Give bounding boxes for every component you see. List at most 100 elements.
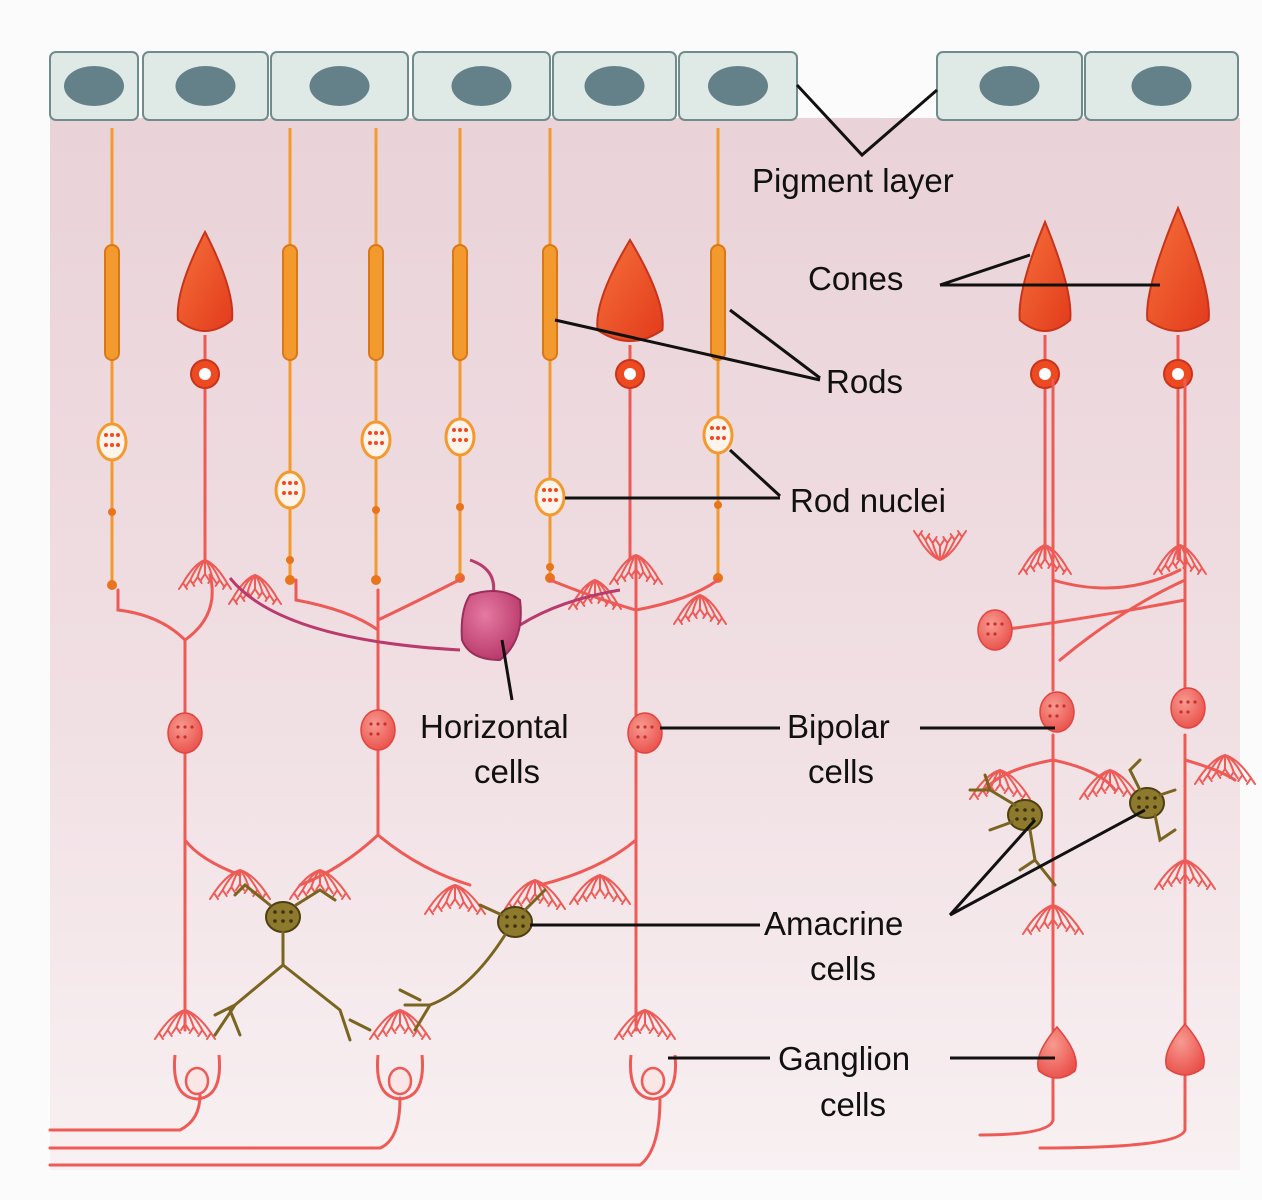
amacrine-granule [289,910,293,914]
rod-nucleus-granule [710,426,714,430]
soma-granule [1186,700,1189,703]
bipolar-soma [1171,688,1205,728]
cone-nucleus-center [1039,368,1051,380]
rod-nucleus-granule [294,491,298,495]
soma-granule [1179,700,1182,703]
rod-nucleus-granule [554,498,558,502]
rod-nucleus-granule [458,438,462,442]
amacrine-granule [1145,796,1149,800]
pigment-nucleus [64,66,124,106]
label-rods: Rods [826,363,903,400]
soma-granule [176,735,179,738]
soma-granule [369,732,372,735]
label-horizontal-cells-line1: Horizontal [420,708,569,745]
rod-nucleus [704,417,732,453]
rod-nucleus-granule [368,441,372,445]
soma-granule [643,725,646,728]
rod-nucleus-granule [374,441,378,445]
rod-spherule [285,575,295,585]
amacrine-soma [1130,788,1164,818]
soma-granule [986,622,989,625]
bipolar-soma [628,713,662,753]
amacrine-granule [1031,808,1035,812]
soma-granule [183,725,186,728]
rod-nucleus [276,472,304,508]
amacrine-granule [521,924,525,928]
pigment-nucleus [585,66,645,106]
amacrine-granule [1015,808,1019,812]
rod-nucleus-granule [548,488,552,492]
soma-granule [1055,714,1058,717]
soma-granule [190,725,193,728]
soma-granule [1193,700,1196,703]
rod-nucleus-granule [464,438,468,442]
label-amacrine-cells-line1: Amacrine [764,905,903,942]
ganglion-nucleus [389,1068,411,1094]
bipolar-soma [1040,692,1074,732]
pigment-nucleus [708,66,768,106]
soma-granule [183,735,186,738]
soma-granule [986,632,989,635]
rod-nucleus [98,424,126,460]
rod-varicosity [456,503,464,511]
bipolar-soma [168,713,202,753]
soma-granule [1048,704,1051,707]
rod-nucleus-granule [458,428,462,432]
rod-nucleus-granule [380,431,384,435]
rod-nucleus-granule [452,428,456,432]
soma-granule [636,735,639,738]
rod-nucleus-granule [548,498,552,502]
rod-nucleus-granule [288,481,292,485]
rod-nucleus-granule [716,426,720,430]
rod-outer-segment [105,245,119,360]
rod-outer-segment [283,245,297,360]
ganglion-nucleus [186,1068,208,1094]
rod-outer-segment [369,245,383,360]
pigment-nucleus [176,66,236,106]
soma-granule [1055,704,1058,707]
soma-granule [993,622,996,625]
rod-varicosity [286,556,294,564]
amacrine-granule [1023,808,1027,812]
rod-nucleus-granule [282,481,286,485]
rod-nucleus-granule [554,488,558,492]
soma-granule [636,725,639,728]
label-amacrine-cells-line2: cells [810,950,876,987]
rod-nucleus-granule [282,491,286,495]
amacrine-granule [1145,805,1149,809]
rod-nucleus-granule [722,426,726,430]
amacrine-granule [281,910,285,914]
bipolar-soma [361,710,395,750]
soma-granule [1179,710,1182,713]
amacrine-granule [521,915,525,919]
label-bipolar-cells-line1: Bipolar [787,708,890,745]
rod-nucleus-granule [104,433,108,437]
rod-spherule [371,575,381,585]
cone-nucleus-center [624,368,636,380]
soma-granule [650,725,653,728]
rod-nucleus-granule [116,433,120,437]
rod-spherule [107,580,117,590]
rod-nucleus-granule [294,481,298,485]
cone-nucleus-center [199,368,211,380]
amacrine-granule [273,919,277,923]
amacrine-granule [281,919,285,923]
soma-granule [176,725,179,728]
rod-nucleus-granule [116,443,120,447]
amacrine-granule [513,924,517,928]
rod-nucleus [536,479,564,515]
rod-nucleus-granule [110,443,114,447]
rod-outer-segment [543,245,557,360]
rod-nucleus [362,422,390,458]
soma-granule [1000,622,1003,625]
amacrine-granule [1153,796,1157,800]
rod-nucleus [446,419,474,455]
rod-nucleus-granule [380,441,384,445]
rod-nucleus-granule [110,433,114,437]
pigment-nucleus [980,66,1040,106]
bipolar-soma [978,610,1012,650]
rod-nucleus-granule [368,431,372,435]
amacrine-granule [1015,817,1019,821]
amacrine-soma [266,902,300,932]
label-ganglion-cells-line1: Ganglion [778,1040,910,1077]
